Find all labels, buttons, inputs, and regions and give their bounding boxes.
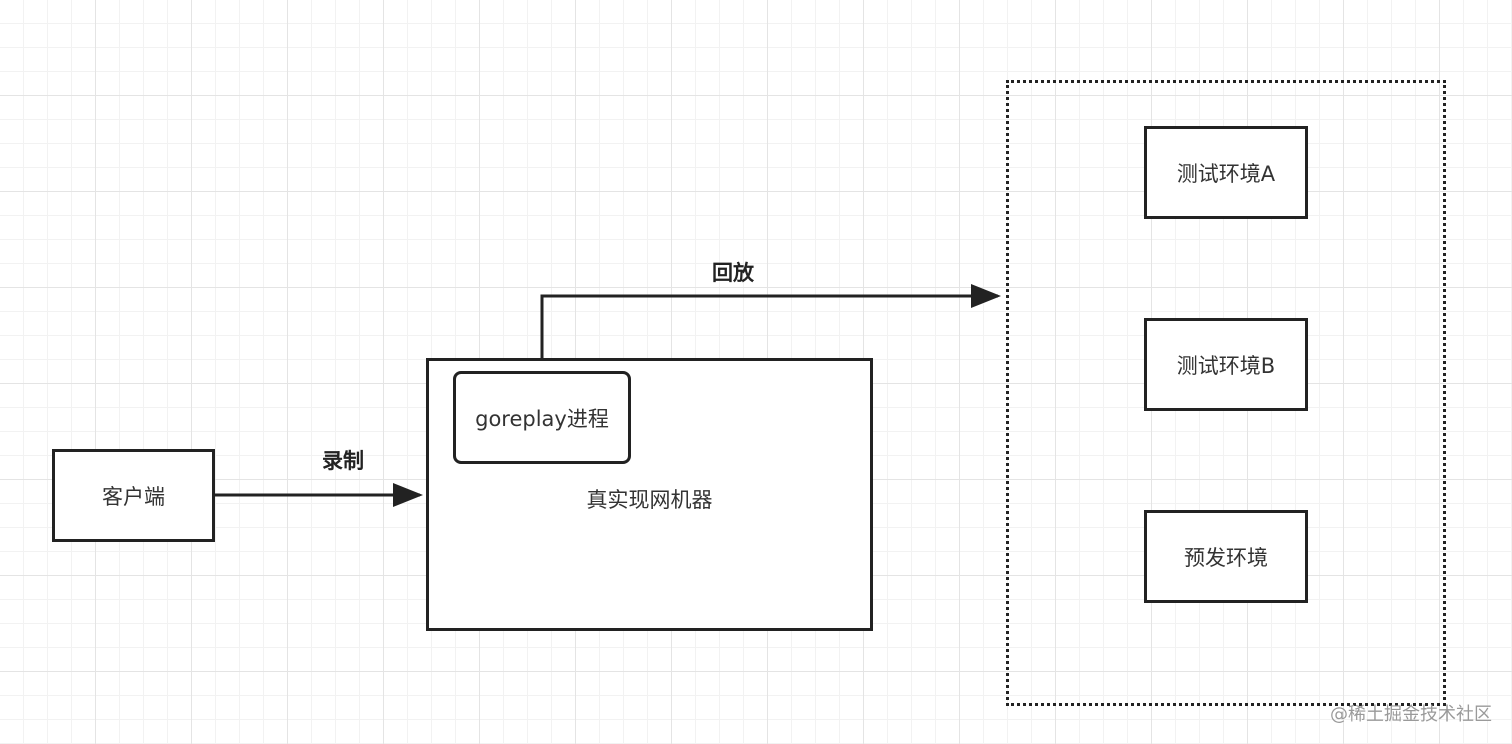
goreplay-process-node: goreplay进程 — [453, 371, 631, 464]
goreplay-process-label: goreplay进程 — [475, 406, 609, 431]
real-machine-label: 真实现网机器 — [586, 488, 713, 512]
test-env-a-node: 测试环境A — [1144, 126, 1308, 219]
test-env-b-node: 测试环境B — [1144, 318, 1308, 411]
test-env-b-label: 测试环境B — [1176, 353, 1276, 378]
target-environments-group — [1006, 80, 1446, 706]
record-label: 录制 — [322, 449, 364, 473]
watermark: @稀土掘金技术社区 — [1330, 704, 1492, 725]
client-node: 客户端 — [52, 449, 215, 542]
client-label: 客户端 — [102, 484, 165, 509]
test-env-a-label: 测试环境A — [1176, 161, 1276, 186]
staging-env-node: 预发环境 — [1144, 510, 1308, 603]
replay-label: 回放 — [712, 261, 754, 285]
staging-env-label: 预发环境 — [1184, 545, 1268, 570]
